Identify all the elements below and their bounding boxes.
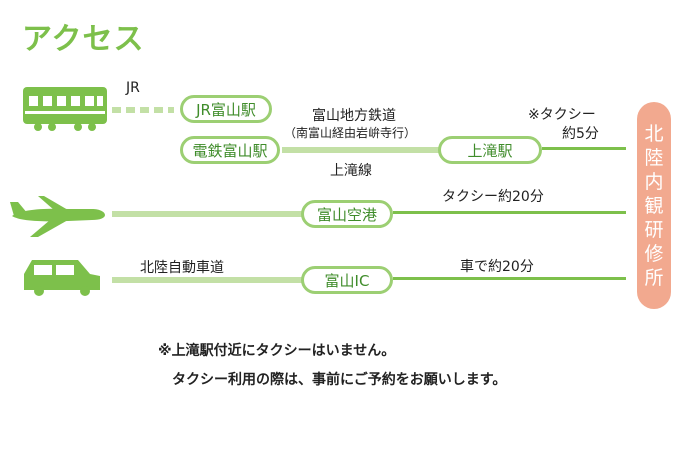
plane-icon	[10, 194, 106, 242]
car-icon	[22, 256, 102, 300]
page-title: アクセス	[22, 22, 145, 57]
expressway-label: 北陸自動車道	[140, 260, 224, 276]
jr-label: JR	[126, 80, 140, 96]
destination-char: 観	[644, 194, 664, 217]
station-toyama-airport: 富山空港	[301, 200, 393, 228]
line-sub: 上滝線	[330, 163, 372, 179]
note-line-1: ※上滝駅付近にタクシーはいません。	[158, 343, 396, 359]
road-car-line	[393, 277, 626, 280]
rail-taxi-note-1: ※タクシー	[528, 107, 596, 123]
destination-char: 所	[644, 266, 664, 289]
rail-line	[282, 147, 440, 153]
air-taxi-line	[393, 211, 626, 214]
train-icon	[22, 86, 108, 136]
note-line-2: タクシー利用の際は、事前にご予約をお願いします。	[172, 372, 507, 388]
destination-char: 内	[644, 170, 664, 193]
air-line	[112, 211, 302, 217]
air-taxi-label: タクシー約20分	[442, 189, 544, 205]
station-kamidaki: 上滝駅	[438, 136, 542, 164]
line-name: 富山地方鉄道	[312, 108, 396, 124]
station-dentetsu-toyama: 電鉄富山駅	[180, 136, 280, 164]
destination-badge: 北 陸 内 観 研 修 所	[637, 102, 671, 309]
destination-char: 研	[644, 218, 664, 241]
rail-taxi-note-2: 約5分	[562, 126, 599, 142]
road-line	[112, 277, 302, 283]
station-jr-toyama: JR富山駅	[180, 95, 272, 123]
line-note: （南富山経由岩峅寺行）	[284, 126, 417, 140]
rail-taxi-line	[542, 147, 626, 150]
road-car-label: 車で約20分	[460, 259, 534, 275]
destination-char: 陸	[644, 146, 664, 169]
destination-char: 修	[644, 242, 664, 265]
station-toyama-ic: 富山IC	[301, 266, 393, 294]
destination-char: 北	[644, 122, 664, 145]
jr-dashed-line	[112, 107, 174, 113]
